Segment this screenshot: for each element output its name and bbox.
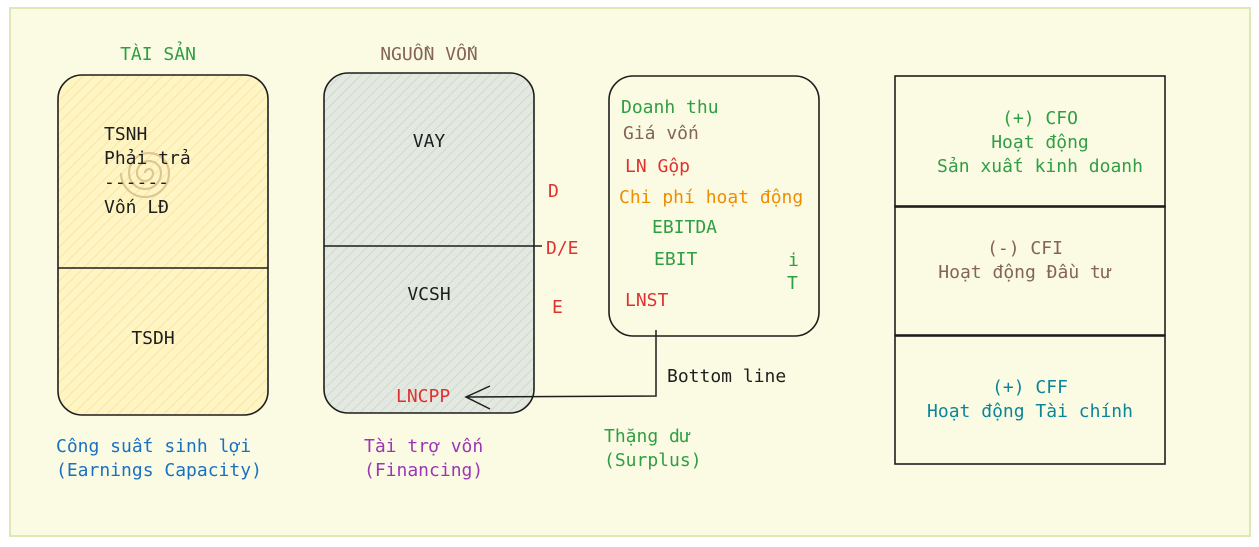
spiral-scribble xyxy=(119,151,171,199)
assets-current-line2: Phải trả xyxy=(104,148,191,169)
income-caption-line1: Thặng dư xyxy=(604,426,691,447)
capital-side-e: E xyxy=(552,297,563,318)
capital-caption-line2: (Financing) xyxy=(364,460,484,481)
capital-caption-line1: Tài trợ vốn xyxy=(364,436,484,457)
assets-heading: TÀI SẢN xyxy=(120,44,196,65)
income-tax: T xyxy=(787,273,798,294)
income-caption-line2: (Surplus) xyxy=(604,450,702,471)
income-net-profit: LNST xyxy=(625,290,669,311)
cfo-sign: (+) CFO xyxy=(1002,108,1078,129)
capital-side-de: D/E xyxy=(546,238,579,259)
cff-line1: Hoạt động Tài chính xyxy=(927,401,1133,422)
arrow-head xyxy=(464,385,491,410)
income-gross-profit: LN Gộp xyxy=(625,156,691,177)
capital-equity-label: VCSH xyxy=(407,284,451,305)
income-opex: Chi phí hoạt động xyxy=(619,187,804,208)
income-ebitda: EBITDA xyxy=(652,217,718,238)
cfo-box xyxy=(894,75,1166,208)
income-interest: i xyxy=(788,250,799,271)
assets-caption-line2: (Earnings Capacity) xyxy=(56,460,262,481)
cff-sign: (+) CFF xyxy=(992,377,1068,398)
income-revenue: Doanh thu xyxy=(621,97,719,118)
cfo-line2: Sản xuất kinh doanh xyxy=(937,156,1143,177)
cfi-line1: Hoạt động Đầu tư xyxy=(938,262,1112,283)
bottom-line-label: Bottom line xyxy=(667,366,787,387)
cfi-sign: (-) CFI xyxy=(987,238,1063,259)
assets-current-line3: ------ xyxy=(104,172,170,193)
bottom-line-arrow xyxy=(467,330,657,398)
assets-longterm-label: TSDH xyxy=(131,328,175,349)
cfo-line1: Hoạt động xyxy=(991,132,1089,153)
capital-heading: NGUỒN VỐN xyxy=(380,44,478,65)
assets-current-line4: Vốn LĐ xyxy=(104,197,170,218)
assets-caption-line1: Công suất sinh lợi xyxy=(56,436,252,457)
capital-box xyxy=(323,72,535,414)
assets-current-line1: TSNH xyxy=(104,124,148,145)
income-box xyxy=(608,75,820,337)
capital-debt-label: VAY xyxy=(412,131,446,152)
cfi-box xyxy=(894,205,1166,336)
capital-side-d: D xyxy=(548,181,559,202)
capital-retained-label: LNCPP xyxy=(396,386,451,407)
assets-box xyxy=(57,74,269,416)
income-cogs: Giá vốn xyxy=(623,123,699,144)
income-ebit: EBIT xyxy=(654,249,698,270)
cff-box xyxy=(894,335,1166,465)
